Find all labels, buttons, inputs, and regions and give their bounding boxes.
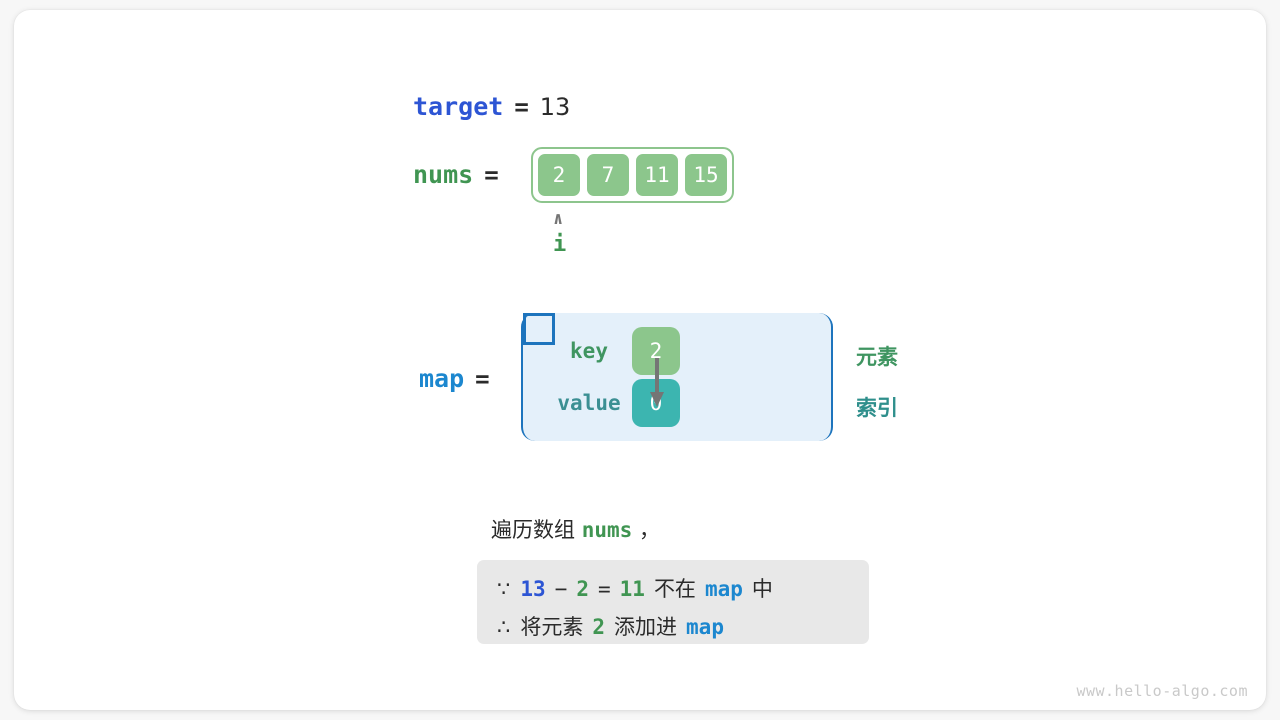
array-cell: 7: [585, 152, 631, 198]
annotation-current-element: 2: [576, 577, 589, 601]
because-symbol-icon: ∵: [497, 577, 511, 601]
annotation-line-1: ∵ 13 − 2 = 11 不在 map 中: [497, 573, 773, 603]
target-row: target = 13: [413, 92, 570, 121]
map-key-cell: 2: [632, 327, 680, 375]
array-cell: 11: [634, 152, 680, 198]
map-value-label: value: [557, 391, 621, 415]
nums-array: 2 7 11 15: [531, 147, 734, 203]
index-pointer-label: i: [553, 232, 567, 257]
annotation-map-variable: map: [704, 577, 743, 601]
caption-text: 遍历数组 nums ，: [491, 514, 660, 544]
target-equals-sign: =: [514, 93, 529, 121]
annotation-minus-sign: −: [554, 577, 568, 601]
annotation-text-not-in: 不在: [653, 577, 696, 601]
map-equals-sign: =: [475, 365, 490, 393]
annotation-box: [477, 560, 869, 644]
annotation-complement-value: 11: [619, 577, 645, 601]
annotation-text-in: 中: [751, 577, 773, 601]
caption-prefix: 遍历数组: [491, 518, 582, 542]
annotation-added-element: 2: [592, 615, 606, 639]
annotation-line-2: ∴ 将元素 2 添加进 map: [497, 611, 724, 641]
map-element-note: 元素: [856, 345, 898, 369]
caption-suffix: ，: [632, 518, 660, 542]
map-variable-name: map: [419, 364, 465, 393]
nums-variable-name: nums: [413, 160, 474, 189]
therefore-symbol-icon: ∴: [497, 615, 511, 639]
annotation-target-value: 13: [520, 577, 546, 601]
array-cell: 15: [683, 152, 729, 198]
map-row-label: map =: [419, 364, 501, 393]
map-key-label: key: [570, 339, 608, 363]
nums-equals-sign: =: [484, 161, 499, 189]
array-cell: 2: [536, 152, 582, 198]
site-watermark: www.hello-algo.com: [1076, 682, 1248, 700]
target-variable-name: target: [413, 92, 504, 121]
index-pointer-caret-icon: ∧: [553, 209, 564, 229]
annotation-map-variable: map: [686, 615, 724, 639]
map-key-row: key 2: [546, 327, 680, 375]
map-index-note: 索引: [856, 396, 898, 420]
annotation-equals-sign: =: [597, 577, 611, 601]
target-value: 13: [539, 93, 571, 121]
key-to-value-arrow-icon: [650, 358, 664, 407]
caption-variable: nums: [581, 518, 633, 542]
nums-row-label: nums =: [413, 160, 510, 189]
annotation-text-add-element: 将元素: [520, 615, 584, 639]
annotation-text-into: 添加进: [614, 615, 678, 639]
